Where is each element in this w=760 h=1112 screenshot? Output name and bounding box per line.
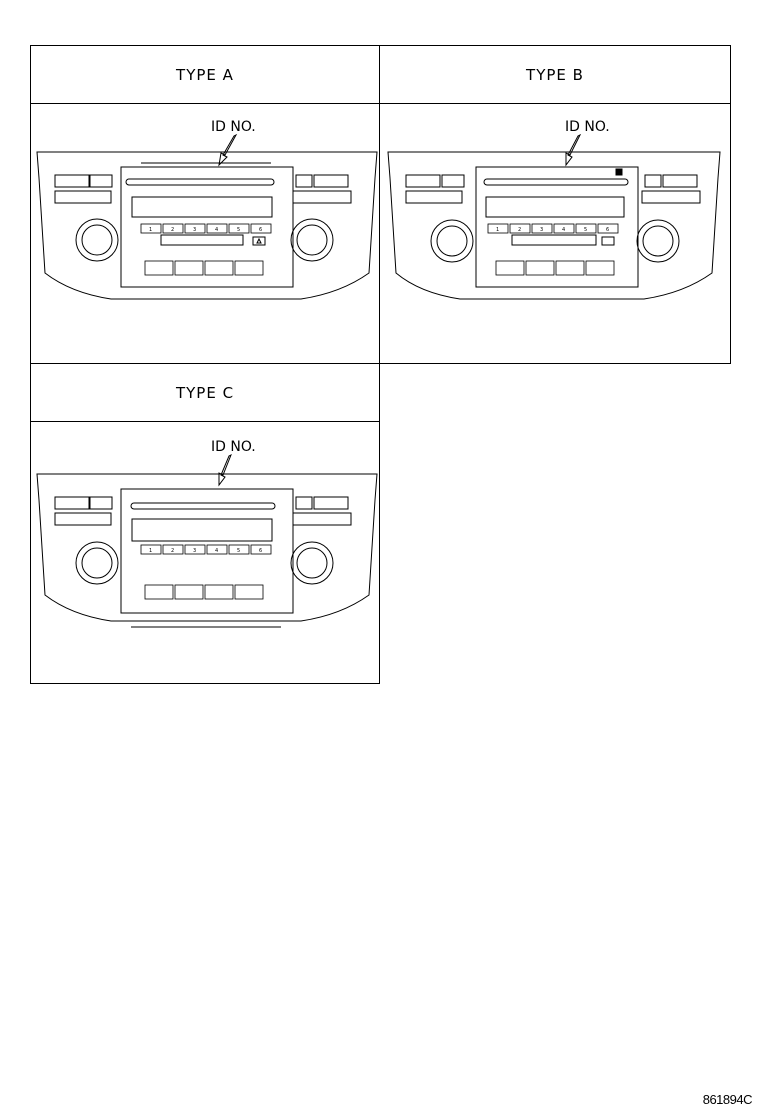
preset-label: 6	[259, 548, 262, 554]
panel-body: ID NO.	[380, 103, 730, 363]
figure-code: 861894C	[702, 1092, 753, 1107]
source-buttons	[495, 260, 615, 276]
preset-label: 4	[215, 227, 218, 233]
panel-title: TYPE B	[526, 65, 584, 84]
radio-faceplate	[36, 473, 378, 628]
panel-header: TYPE B	[380, 46, 730, 104]
preset-buttons	[140, 223, 272, 234]
id-arrow	[218, 453, 232, 487]
panel-body: ID NO.	[31, 103, 379, 363]
panel-type-c: TYPE C ID NO.	[30, 363, 380, 684]
radio-faceplate	[36, 151, 378, 300]
id-number-label: ID NO.	[211, 439, 256, 455]
panel-title: TYPE A	[176, 65, 234, 84]
id-number-label: ID NO.	[565, 119, 610, 135]
panel-body: ID NO.	[31, 421, 379, 683]
preset-label: 2	[171, 227, 174, 233]
preset-label: 2	[171, 548, 174, 554]
radio-faceplate	[387, 151, 721, 300]
preset-label: 4	[215, 548, 218, 554]
preset-label: 6	[606, 227, 609, 233]
panel-header: TYPE A	[31, 46, 379, 104]
preset-label: 1	[149, 227, 152, 233]
preset-label: 3	[540, 227, 543, 233]
id-arrow	[218, 133, 238, 167]
preset-label: 1	[149, 548, 152, 554]
preset-label: 5	[237, 227, 240, 233]
id-number-label: ID NO.	[211, 119, 256, 135]
preset-label: 4	[562, 227, 565, 233]
radio-unit-drawing: ID NO.	[36, 439, 378, 628]
id-arrow	[565, 133, 582, 167]
panel-type-b: TYPE B ID NO.	[379, 45, 731, 364]
preset-label: 3	[193, 548, 196, 554]
panel-title: TYPE C	[175, 383, 235, 402]
preset-buttons	[487, 223, 619, 234]
radio-unit-drawing: ID NO.	[387, 119, 721, 300]
source-buttons	[144, 584, 264, 600]
panel-type-a: TYPE A ID NO.	[30, 45, 380, 364]
preset-buttons	[140, 544, 272, 555]
preset-label: 1	[496, 227, 499, 233]
preset-label: 5	[584, 227, 587, 233]
preset-label: 3	[193, 227, 196, 233]
preset-label: 6	[259, 227, 262, 233]
preset-label: 5	[237, 548, 240, 554]
source-buttons	[144, 260, 264, 276]
preset-label: 2	[518, 227, 521, 233]
panel-header: TYPE C	[31, 364, 379, 422]
radio-unit-drawing: ID NO.	[36, 119, 378, 300]
